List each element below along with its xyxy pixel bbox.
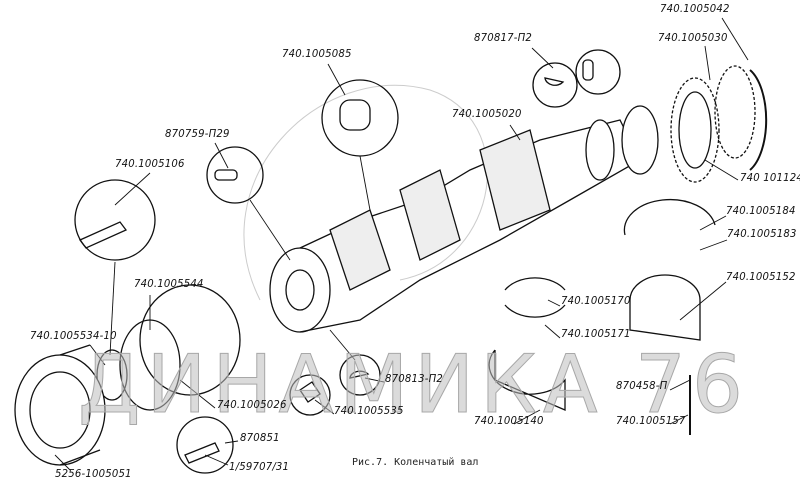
part-label: 740.1005152 bbox=[726, 270, 796, 283]
leader-lines bbox=[54, 17, 749, 471]
part-label: 740.1005171 bbox=[561, 327, 631, 340]
part-label: 740.1005183 bbox=[727, 227, 797, 240]
part-label: 740.1005042 bbox=[660, 2, 730, 15]
callout-circle bbox=[206, 146, 264, 204]
part-label: 740 1011240 bbox=[740, 171, 800, 184]
main-bearing-cap bbox=[629, 274, 701, 341]
bearing-upper bbox=[504, 277, 566, 291]
part-label: 740.1005030 bbox=[658, 31, 728, 44]
part-label: 1/59707/31 bbox=[229, 460, 290, 473]
callout-circle bbox=[289, 374, 331, 416]
part-label: 870817-П2 bbox=[474, 31, 532, 44]
washer bbox=[96, 349, 128, 401]
bearing-lower bbox=[504, 304, 566, 318]
part-label: 740.1005140 bbox=[474, 414, 544, 427]
part-label: 740.1005020 bbox=[452, 107, 522, 120]
part-label: 740.1005106 bbox=[115, 157, 185, 170]
part-label: 740.1005544 bbox=[134, 277, 204, 290]
part-label: 740.1005170 bbox=[561, 294, 631, 307]
callout-circle bbox=[74, 179, 156, 261]
part-label: 870458-П bbox=[616, 379, 668, 392]
callout-circle bbox=[575, 49, 621, 95]
callout-circle bbox=[532, 62, 578, 108]
watermark-swirl bbox=[243, 84, 488, 301]
pulley bbox=[14, 344, 106, 466]
hub-plate bbox=[119, 319, 181, 411]
bearing-cap bbox=[488, 349, 566, 411]
gears bbox=[670, 65, 768, 183]
figure-caption: Рис.7. Коленчатый вал bbox=[352, 457, 479, 468]
part-label: 5256-1005051 bbox=[55, 467, 132, 480]
callout-circle bbox=[176, 416, 234, 474]
part-label: 870759-П29 bbox=[165, 127, 230, 140]
part-label: 740.1005184 bbox=[726, 204, 796, 217]
part-label: 870813-П2 bbox=[385, 372, 443, 385]
thrust-half bbox=[623, 198, 716, 236]
part-label: 740.1005026 bbox=[217, 398, 287, 411]
part-label: 740.1005534-10 bbox=[30, 329, 117, 342]
part-label: 740.1005535 bbox=[334, 404, 404, 417]
part-label: 740.1005085 bbox=[282, 47, 352, 60]
callout-circle bbox=[321, 79, 399, 157]
crankshaft bbox=[269, 105, 659, 333]
flange bbox=[139, 284, 241, 396]
part-label: 740.1005157 bbox=[616, 414, 686, 427]
callout-circle bbox=[339, 354, 381, 396]
part-label: 870851 bbox=[240, 431, 280, 444]
